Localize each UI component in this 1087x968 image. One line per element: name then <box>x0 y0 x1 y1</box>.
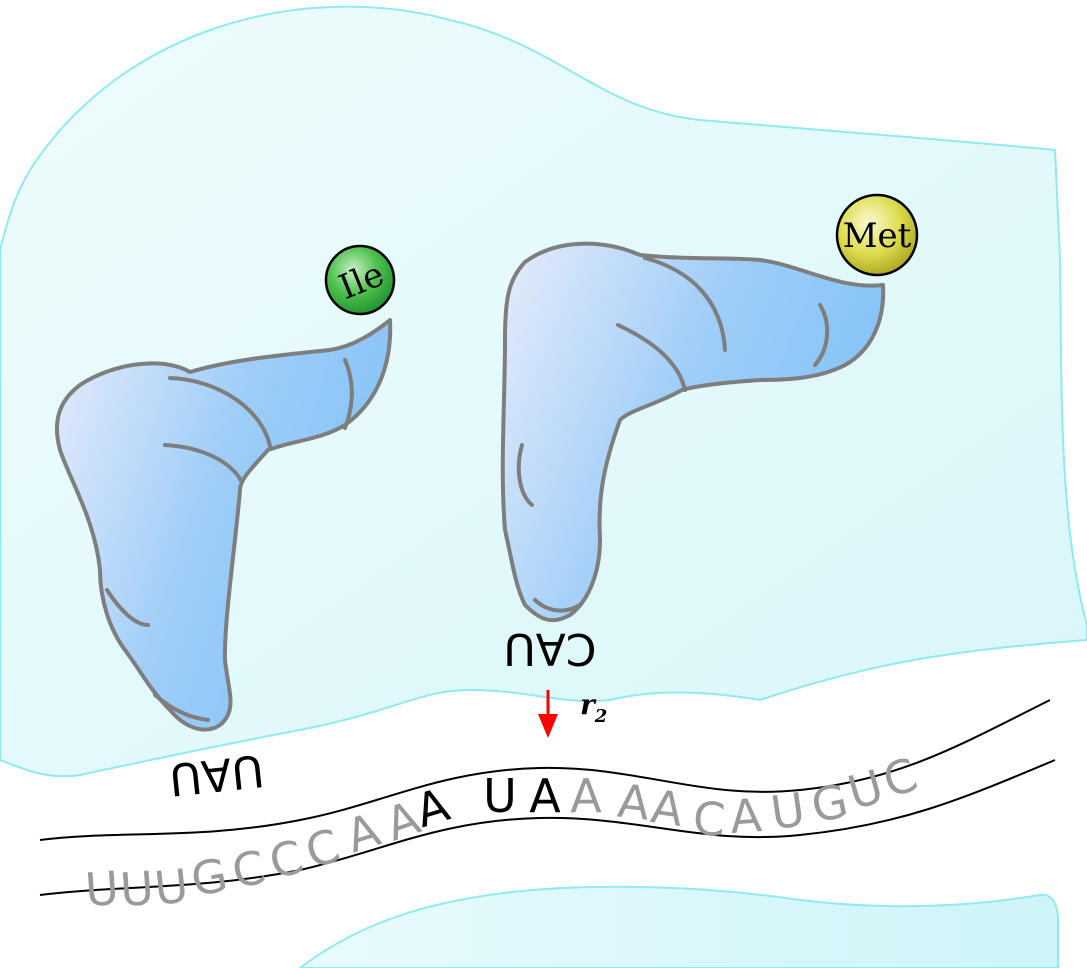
trna-ile-fold-5 <box>153 693 210 722</box>
mrna-base: A <box>728 788 764 844</box>
rate-symbol: r <box>580 688 597 721</box>
trna-ile-fold-3 <box>163 443 244 484</box>
decoding-arrow <box>538 690 558 738</box>
met-amino-acid-ball <box>835 193 919 277</box>
trna-ile-body <box>54 318 393 732</box>
trna-met-fold-1 <box>643 256 727 352</box>
mrna-base: U <box>118 861 155 917</box>
mrna-base: A <box>340 802 387 863</box>
trna-met-fold-2 <box>813 303 830 367</box>
ile-anticodon: UAU <box>167 744 266 805</box>
mrna-base: A <box>615 774 652 831</box>
mrna-base: A <box>648 779 687 837</box>
met-anticodon: CAU <box>503 623 596 674</box>
mrna-base: G <box>187 848 231 907</box>
arrow-head <box>538 714 558 738</box>
mrna-lower-line <box>39 759 1056 896</box>
mrna-base: U <box>152 858 191 915</box>
trna-met-fold-3 <box>616 323 687 392</box>
mrna-base: U <box>83 861 120 917</box>
mrna-base: C <box>227 840 270 899</box>
mrna-base: C <box>691 791 727 847</box>
mrna-upper-line <box>39 699 1051 841</box>
trna-met-body <box>500 241 886 623</box>
rate-label: r2 <box>580 688 607 727</box>
ribosome-small-subunit <box>298 885 1059 968</box>
trna-met-fold-4 <box>516 443 534 507</box>
mrna-base: A <box>570 769 602 823</box>
mrna-base: U <box>767 782 808 840</box>
mrna-base: C <box>264 829 308 889</box>
trna-met-fold-5 <box>533 598 582 613</box>
codon-base: A <box>529 769 561 823</box>
trna-ile-fold-4 <box>105 588 150 627</box>
trna-ile-fold-2 <box>343 358 354 430</box>
mrna-base: C <box>300 818 346 879</box>
met-label: Met <box>843 216 912 256</box>
ile-amino-acid-ball <box>324 244 396 316</box>
trna-ile: Ile UAU <box>54 244 396 805</box>
trna-ile-fold-1 <box>168 376 272 448</box>
codon-base: U <box>483 769 517 823</box>
rate-subscript: 2 <box>594 706 608 727</box>
trna-met: Met CAU <box>500 193 919 674</box>
